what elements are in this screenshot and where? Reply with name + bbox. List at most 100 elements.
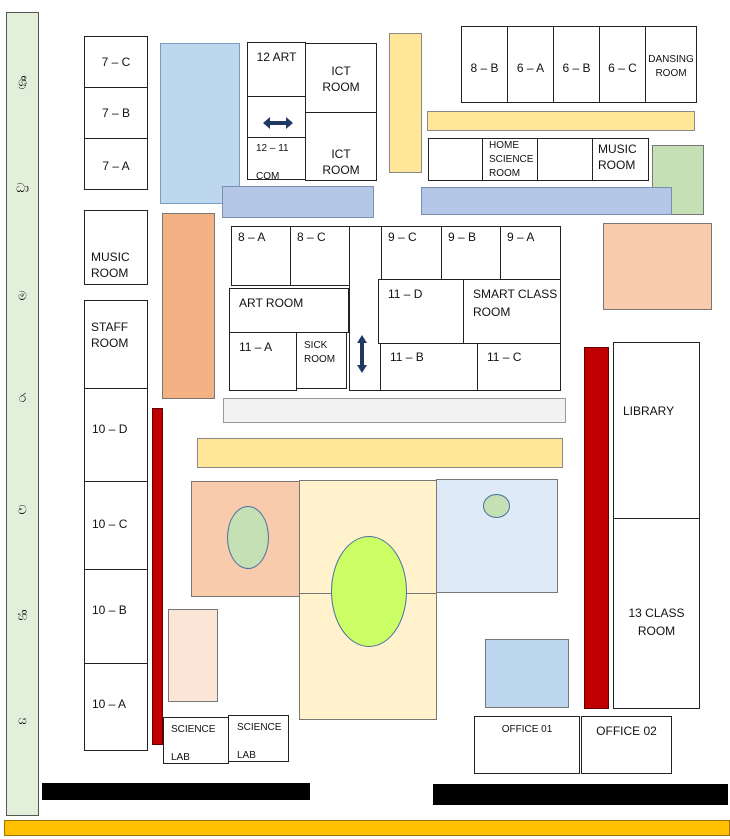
room-sick[interactable]: SICK ROOM: [296, 332, 347, 389]
room-label: OFFICE 01: [501, 724, 553, 735]
room-label: SCIENCE LAB: [171, 724, 216, 763]
peach-block: [603, 223, 712, 310]
room-label: 13 CLASS ROOM: [628, 606, 685, 638]
double-arrow-vertical-icon: [357, 335, 367, 373]
room-10a[interactable]: 10 – A: [84, 663, 148, 751]
banner-letter: ධා: [16, 181, 29, 195]
room-label: 11 – B: [390, 350, 424, 364]
room-11a[interactable]: 11 – A: [229, 332, 297, 391]
room-label: 10 – C: [92, 517, 128, 531]
room-7c[interactable]: 7 – C: [84, 36, 148, 88]
passage: [247, 96, 306, 138]
room-label: 8 – C: [297, 230, 326, 244]
room-office-01[interactable]: OFFICE 01: [474, 716, 580, 774]
room-8b[interactable]: 8 – B: [461, 26, 508, 103]
wall-left: [42, 783, 310, 800]
yellow-vertical-block: [389, 33, 422, 173]
room-label: 8 – B: [470, 61, 499, 75]
room-label: STAFF ROOM: [91, 320, 129, 350]
room-label: 6 – A: [516, 61, 545, 75]
room-13-class[interactable]: 13 CLASS ROOM: [613, 518, 700, 709]
room-empty: [428, 138, 483, 181]
banner-letter: ය: [18, 713, 27, 727]
banner-letter: ව: [18, 503, 27, 517]
room-label: LIBRARY: [623, 404, 675, 418]
room-science-lab-1[interactable]: SCIENCE LAB: [163, 717, 229, 764]
room-11b[interactable]: 11 – B: [380, 343, 478, 391]
room-10b[interactable]: 10 – B: [84, 569, 148, 664]
room-office-02[interactable]: OFFICE 02: [581, 716, 672, 774]
room-label: SCIENCE LAB: [237, 722, 282, 761]
room-7b[interactable]: 7 – B: [84, 87, 148, 139]
room-label: 9 – A: [507, 230, 535, 244]
room-label: 10 – A: [92, 697, 127, 711]
room-music-left[interactable]: MUSIC ROOM: [84, 210, 148, 285]
red-wall-right: [584, 347, 609, 709]
room-6c[interactable]: 6 – C: [599, 26, 646, 103]
room-music-right[interactable]: MUSIC ROOM: [592, 138, 649, 181]
room-label: 6 – B: [562, 61, 591, 75]
room-library[interactable]: LIBRARY: [613, 342, 700, 519]
room-ict-2[interactable]: ICT ROOM: [305, 112, 377, 181]
room-label: HOME SCIENCE ROOM: [489, 140, 534, 179]
room-9a[interactable]: 9 – A: [500, 226, 561, 280]
room-6b[interactable]: 6 – B: [553, 26, 600, 103]
yellow-bar-middle: [197, 438, 563, 468]
room-12-11-com[interactable]: 12 – 11 COM: [247, 137, 306, 182]
room-label: 9 – B: [448, 230, 477, 244]
room-label: 10 – D: [92, 422, 128, 436]
corridor: [349, 226, 382, 391]
room-label: ICT ROOM: [322, 64, 360, 94]
room-label: 7 – A: [102, 159, 130, 173]
room-10c[interactable]: 10 – C: [84, 481, 148, 570]
room-9c[interactable]: 9 – C: [381, 226, 442, 280]
room-7a[interactable]: 7 – A: [84, 138, 148, 190]
room-6a[interactable]: 6 – A: [507, 26, 554, 103]
blue-bar-right: [421, 187, 672, 215]
room-label: 12 ART: [256, 50, 297, 64]
room-staff[interactable]: STAFF ROOM: [84, 300, 148, 389]
room-label: 7 – C: [101, 55, 131, 69]
room-label: SMART CLASS ROOM: [473, 287, 558, 319]
room-label: 8 – A: [238, 230, 266, 244]
green-pond: [227, 506, 269, 569]
blue-block: [160, 43, 240, 204]
room-label: 12 – 11 COM: [256, 143, 289, 182]
room-label: SICK ROOM: [304, 340, 336, 365]
room-label: 7 – B: [101, 106, 131, 120]
room-label: ART ROOM: [239, 296, 304, 310]
room-label: 11 – D: [388, 287, 423, 301]
gray-bar: [223, 398, 566, 423]
room-label: ICT ROOM: [322, 147, 360, 177]
room-10d[interactable]: 10 – D: [84, 388, 148, 482]
room-label: DANSING ROOM: [648, 54, 694, 79]
room-art[interactable]: ART ROOM: [229, 288, 349, 333]
boundary-road: [4, 820, 730, 836]
double-arrow-horizontal-icon: [263, 117, 293, 129]
banner-letter: ශ්‍රී: [18, 75, 27, 89]
room-9b[interactable]: 9 – B: [441, 226, 501, 280]
room-8a[interactable]: 8 – A: [231, 226, 291, 286]
room-ict-1[interactable]: ICT ROOM: [305, 43, 377, 113]
room-label: 10 – B: [92, 603, 127, 617]
room-label: 6 – C: [608, 61, 637, 75]
room-11d[interactable]: 11 – D: [378, 279, 464, 344]
orange-block: [162, 213, 215, 399]
room-science-lab-2[interactable]: SCIENCE LAB: [228, 715, 289, 762]
school-name-banner: ශ්‍රී ධා ම ර ව හි ය: [6, 12, 39, 816]
room-home-science[interactable]: HOME SCIENCE ROOM: [482, 138, 538, 181]
banner-letter: ම: [18, 289, 27, 303]
wall-right: [433, 784, 728, 805]
room-11c[interactable]: 11 – C: [477, 343, 561, 391]
small-pond: [483, 494, 510, 518]
room-empty: [537, 138, 593, 181]
room-smart-class[interactable]: SMART CLASS ROOM: [463, 279, 561, 344]
room-label: MUSIC ROOM: [91, 250, 130, 280]
yellow-bar-top: [427, 111, 695, 131]
room-dancing[interactable]: DANSING ROOM: [645, 26, 697, 103]
room-label: OFFICE 02: [596, 724, 657, 738]
room-8c[interactable]: 8 – C: [290, 226, 350, 286]
room-12-art[interactable]: 12 ART: [247, 42, 306, 97]
red-wall-left: [152, 408, 163, 745]
blue-square: [485, 639, 569, 708]
